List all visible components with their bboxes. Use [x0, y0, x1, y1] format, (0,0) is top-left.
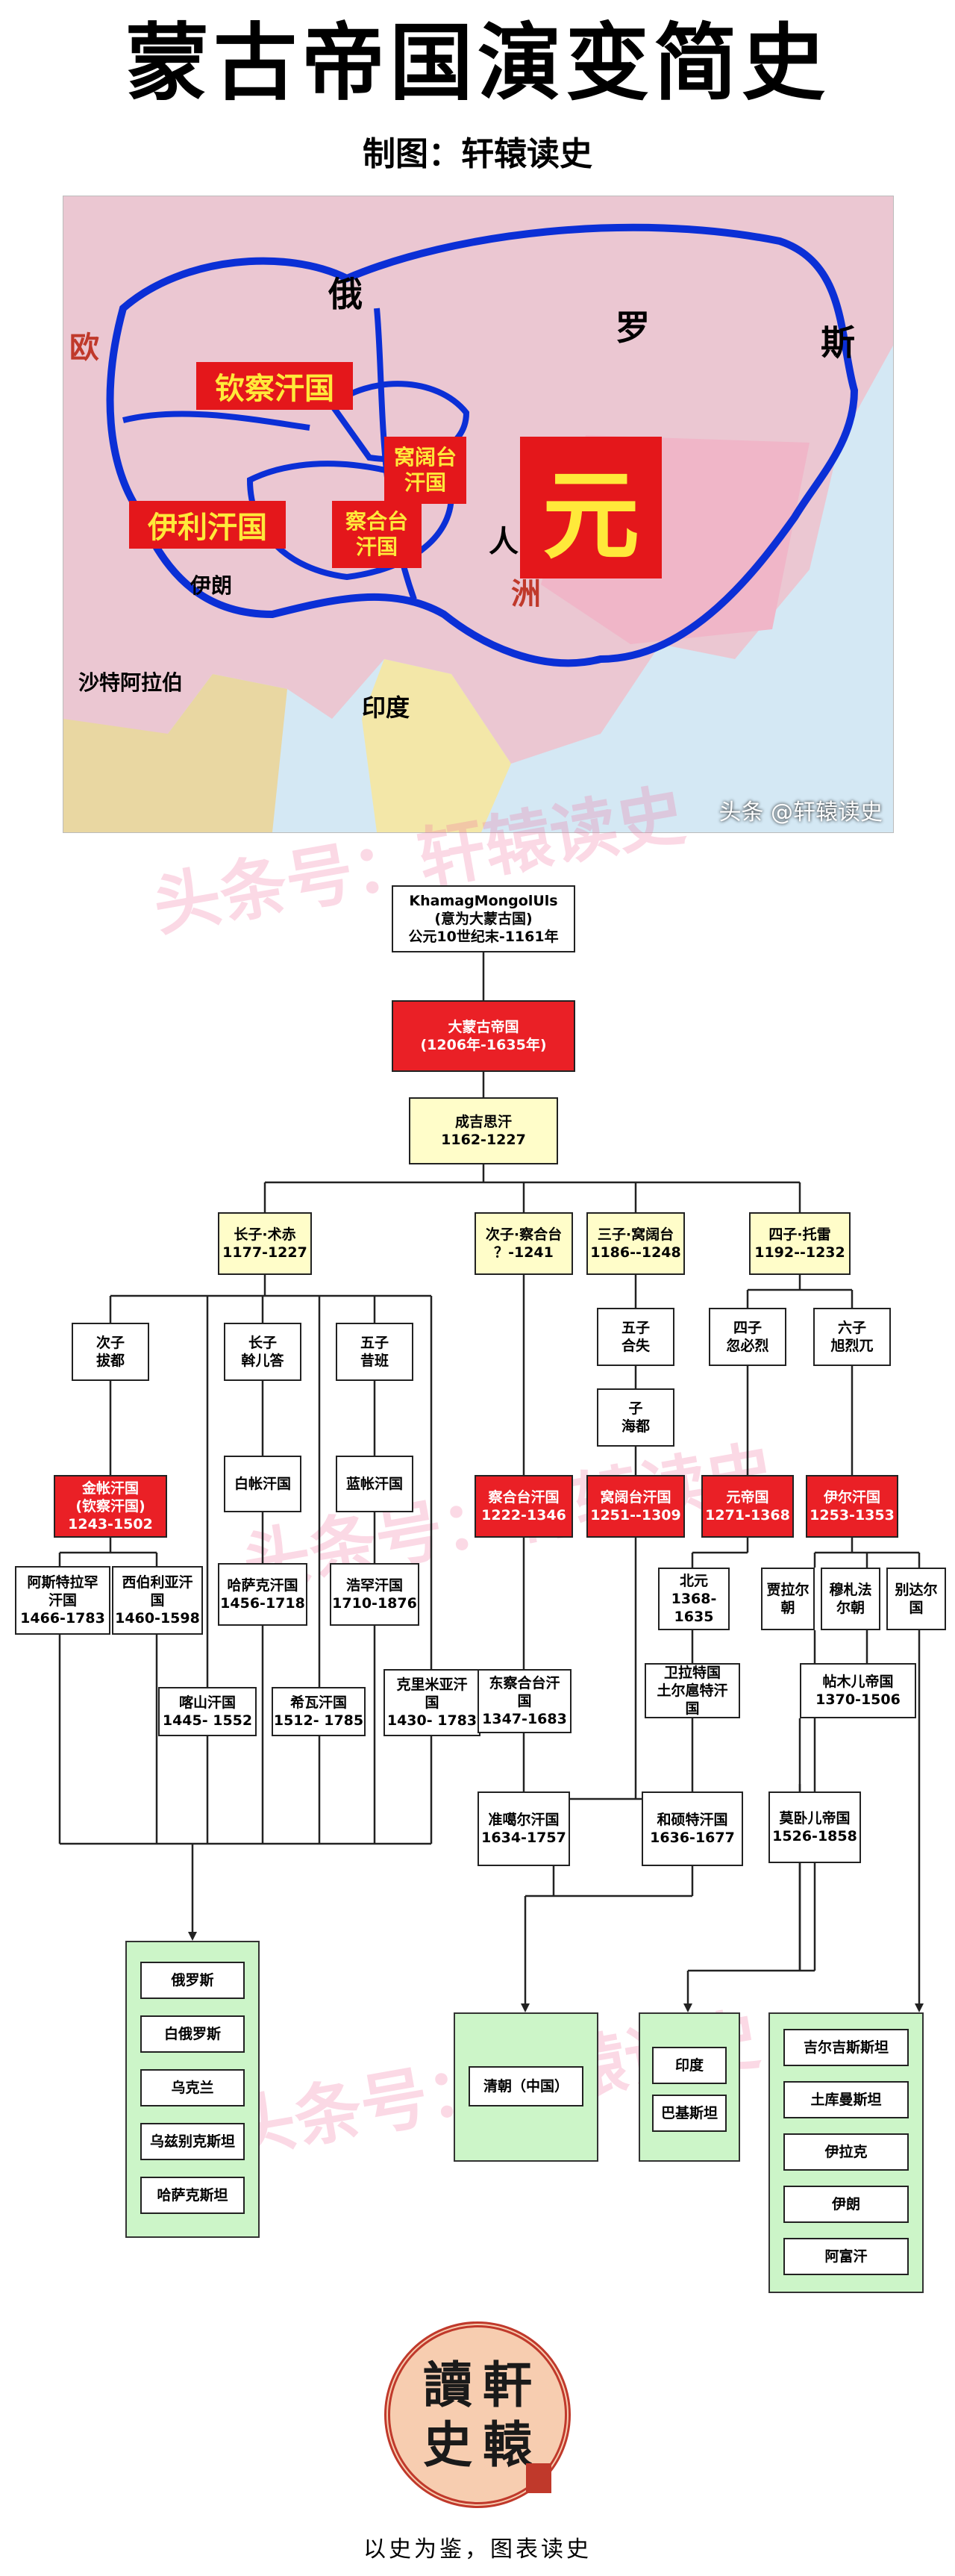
- page-title: 蒙古帝国演变简史: [125, 15, 830, 112]
- map-label-russia-a: 俄: [328, 274, 363, 314]
- logo-char: 轅: [483, 2416, 532, 2474]
- node-son-tolui: 四子·托雷 1192--1232: [749, 1212, 851, 1275]
- node-kublai: 四子 忽必烈: [709, 1308, 786, 1366]
- group-successor-south-asia: 印度 巴基斯坦: [639, 2012, 740, 2162]
- node-kokand-khanate: 浩罕汗国 1710-1876: [330, 1563, 419, 1626]
- state-kyrgyzstan: 吉尔吉斯斯坦: [783, 2029, 909, 2066]
- node-astrakhan: 阿斯特拉罕 汗国 1466-1783: [15, 1566, 110, 1635]
- state-qing-china: 清朝（中国）: [469, 2066, 583, 2106]
- node-timurid-empire: 帖木儿帝国 1370-1506: [800, 1663, 916, 1718]
- node-kazan-khanate: 喀山汗国 1445- 1552: [158, 1687, 257, 1736]
- state-kazakhstan: 哈萨克斯坦: [140, 2177, 245, 2214]
- map-label-arabia: 沙特阿拉伯: [78, 670, 184, 695]
- node-ogedei-khanate: 窝阔台汗国 1251--1309: [586, 1475, 685, 1538]
- node-white-horde: 白帐汗国: [224, 1456, 301, 1512]
- group-successor-states-west: 俄罗斯 白俄罗斯 乌克兰 乌兹别克斯坦 哈萨克斯坦: [125, 1941, 260, 2238]
- state-belarus: 白俄罗斯: [140, 2015, 245, 2053]
- node-muzaffarid: 穆札法 尔朝: [821, 1568, 880, 1630]
- node-hedan: 五子 合失: [597, 1308, 674, 1366]
- logo-char: 軒: [483, 2356, 532, 2414]
- map-ilkhan-khanate: 伊利汗国: [129, 501, 286, 549]
- node-chagatai-khanate: 察合台汗国 1222-1346: [475, 1475, 573, 1538]
- node-batu: 次子 拔都: [72, 1323, 149, 1381]
- state-india: 印度: [652, 2047, 727, 2084]
- seal-stamp: [526, 2463, 551, 2493]
- group-successor-qing: 清朝（中国）: [454, 2012, 598, 2162]
- node-genghis-khan: 成吉思汗 1162-1227: [409, 1097, 558, 1164]
- node-northern-yuan: 北元 1368-1635: [658, 1568, 730, 1630]
- page-subtitle: 制图：轩辕读史: [363, 135, 592, 173]
- node-khiva-khanate: 希瓦汗国 1512- 1785: [272, 1687, 366, 1736]
- node-shiban: 五子 昔班: [336, 1323, 413, 1381]
- node-son-chagatai: 次子·察合台 ？-1241: [475, 1212, 573, 1275]
- state-ukraine: 乌克兰: [140, 2069, 245, 2106]
- node-blue-horde: 蓝帐汗国: [336, 1456, 413, 1512]
- map-label-india: 印度: [362, 693, 410, 722]
- node-hulagu: 六子 旭烈兀: [813, 1308, 891, 1366]
- map-label-asia-b: 洲: [511, 577, 541, 611]
- node-crimean-khanate: 克里米亚汗 国 1430- 1783: [383, 1669, 480, 1736]
- node-haidu: 子 海都: [597, 1388, 674, 1447]
- state-iraq: 伊拉克: [783, 2133, 909, 2171]
- node-orda: 长子 斡儿答: [224, 1323, 301, 1381]
- node-jalayirid: 贾拉尔 朝: [761, 1568, 815, 1630]
- node-east-chagatai: 东察合台汗 国 1347-1683: [478, 1669, 572, 1733]
- empire-map: 俄 罗 斯 欧 人 洲 印度 沙特阿拉伯 伊朗 钦察汗国 伊利汗国 窝阔台 汗国…: [63, 196, 894, 833]
- map-label-europe: 欧: [69, 331, 99, 365]
- map-label-asia-a: 人: [489, 525, 519, 559]
- state-pakistan: 巴基斯坦: [652, 2095, 727, 2132]
- map-credit: 头条 @轩辕读史: [718, 799, 883, 826]
- state-afghanistan: 阿富汗: [783, 2238, 909, 2275]
- state-russia: 俄罗斯: [140, 1962, 245, 1999]
- logo-char: 讀: [423, 2356, 472, 2414]
- map-yuan-dynasty: 元: [520, 437, 662, 578]
- node-siberia: 西伯利亚汗 国 1460-1598: [112, 1566, 203, 1635]
- node-oirat: 卫拉特国 土尔扈特汗 国: [645, 1663, 740, 1718]
- map-kipchak-khanate: 钦察汗国: [196, 362, 353, 410]
- map-chagatai-khanate: 察合台 汗国: [332, 501, 422, 568]
- map-label-russia-c: 斯: [821, 322, 855, 363]
- logo-char: 史: [423, 2416, 472, 2474]
- node-sarbadar: 别达尔 国: [886, 1568, 946, 1630]
- state-uzbekistan: 乌兹别克斯坦: [140, 2123, 245, 2160]
- state-iran: 伊朗: [783, 2186, 909, 2223]
- node-golden-horde: 金帐汗国 (钦察汗国) 1243-1502: [54, 1475, 167, 1538]
- map-ogedei-khanate: 窝阔台 汗国: [384, 437, 466, 504]
- node-ilkhanate: 伊尔汗国 1253-1353: [806, 1475, 898, 1538]
- map-label-russia-b: 罗: [616, 308, 650, 348]
- node-dzungar-khanate: 准噶尔汗国 1634-1757: [478, 1791, 570, 1866]
- node-yuan-empire: 元帝国 1271-1368: [701, 1475, 794, 1538]
- node-mongol-empire: 大蒙古帝国 (1206年-1635年): [392, 1000, 575, 1072]
- group-successor-central-asia: 吉尔吉斯斯坦 土库曼斯坦 伊拉克 伊朗 阿富汗: [768, 2012, 924, 2293]
- node-khoshut-khanate: 和硕特汗国 1636-1677: [642, 1791, 743, 1866]
- map-label-iran: 伊朗: [190, 573, 233, 598]
- node-son-jochi: 长子·术赤 1177-1227: [218, 1212, 312, 1275]
- node-son-ogedei: 三子·窝阔台 1186--1248: [586, 1212, 685, 1275]
- state-turkmenistan: 土库曼斯坦: [783, 2081, 909, 2118]
- node-khamag-mongol: KhamagMongolUls (意为大蒙古国) 公元10世纪末-1161年: [392, 885, 575, 952]
- node-mughal-empire: 莫卧儿帝国 1526-1858: [768, 1791, 861, 1863]
- brand-slogan: 以史为鉴，图表读史: [363, 2536, 592, 2563]
- node-kazakh-khanate: 哈萨克汗国 1456-1718: [218, 1563, 307, 1626]
